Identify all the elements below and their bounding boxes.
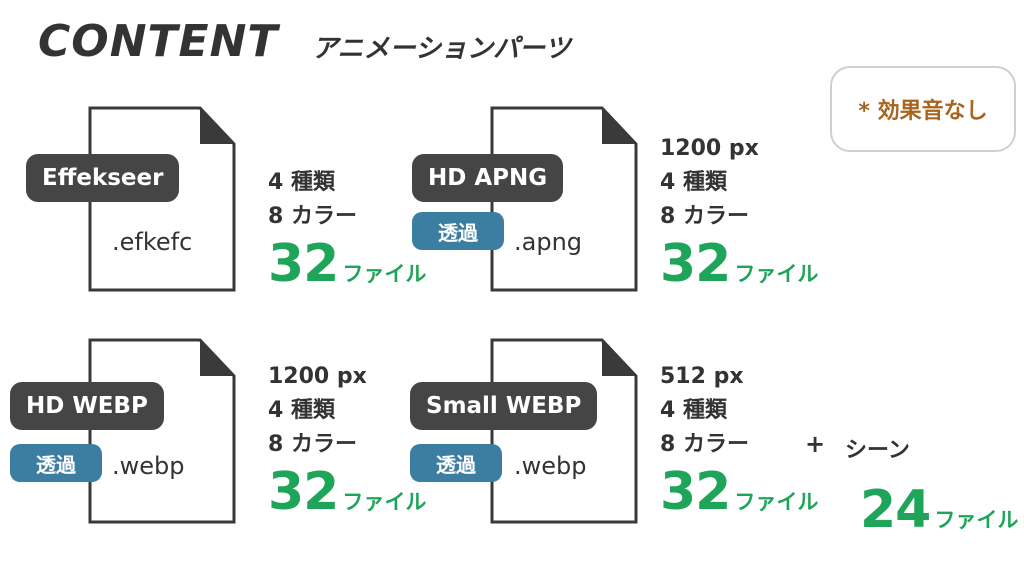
spec-line: 1200 px [660,136,759,161]
spec-line: 1200 px [268,364,367,389]
format-label: Effekseer [26,154,180,202]
spec-line: 8 カラー [660,432,749,457]
file-count-unit: ファイル [342,490,427,514]
spec-line: 512 px [660,364,744,389]
file-count-unit: ファイル [734,490,819,514]
spec-line: 4 種類 [660,170,727,195]
file-count-number: 32 [660,462,731,522]
file-extension: .apng [514,228,583,256]
file-count-number: 24 [860,480,931,540]
page-title: CONTENT [38,16,279,67]
document-icon [88,338,238,524]
no-sound-note: * 効果音なし [830,66,1016,152]
format-label: HD WEBP [10,382,164,430]
spec-line: 8 カラー [268,204,357,229]
document-icon [490,338,640,524]
document-icon [490,106,640,292]
transparency-badge: 透過 [410,444,502,482]
spec-line: 4 種類 [268,170,335,195]
spec-line: 4 種類 [268,398,335,423]
spec-line: 8 カラー [660,204,749,229]
scene-label: シーン [845,438,910,463]
format-label: HD APNG [412,154,564,202]
plus-sign: + [805,430,826,458]
file-extension: .webp [112,452,185,480]
transparency-badge: 透過 [10,444,102,482]
spec-line: 4 種類 [660,398,727,423]
file-count-unit: ファイル [734,262,819,286]
file-count-unit: ファイル [342,262,427,286]
file-count-number: 32 [268,234,339,294]
transparency-badge: 透過 [412,212,504,250]
file-extension: .webp [514,452,587,480]
file-extension: .efkefc [112,228,193,256]
page-subtitle: アニメーションパーツ [312,34,571,64]
file-count-number: 32 [660,234,731,294]
format-label: Small WEBP [410,382,598,430]
file-count-unit: ファイル [934,508,1019,532]
spec-line: 8 カラー [268,432,357,457]
file-count-number: 32 [268,462,339,522]
